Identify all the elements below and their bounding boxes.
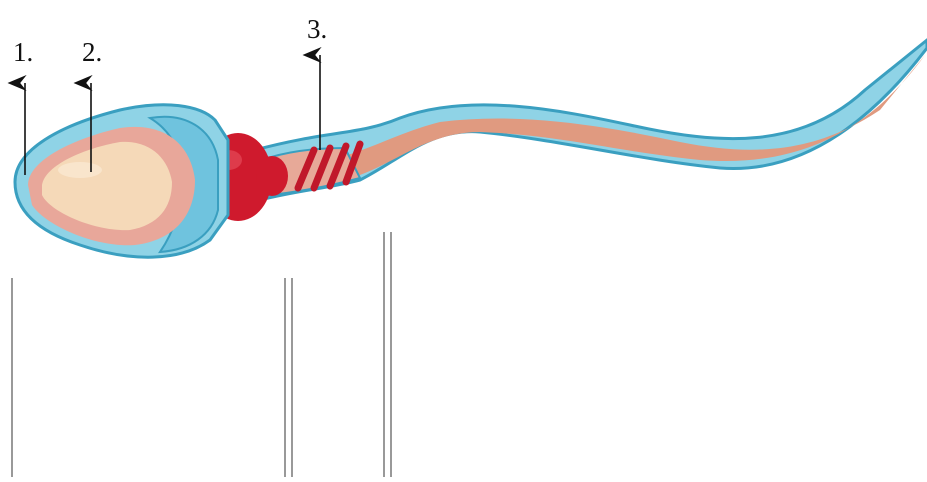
label-1: 1. <box>13 39 33 66</box>
label-2: 2. <box>82 39 102 66</box>
nucleus-highlight <box>58 162 102 178</box>
label-3: 3. <box>307 16 327 43</box>
